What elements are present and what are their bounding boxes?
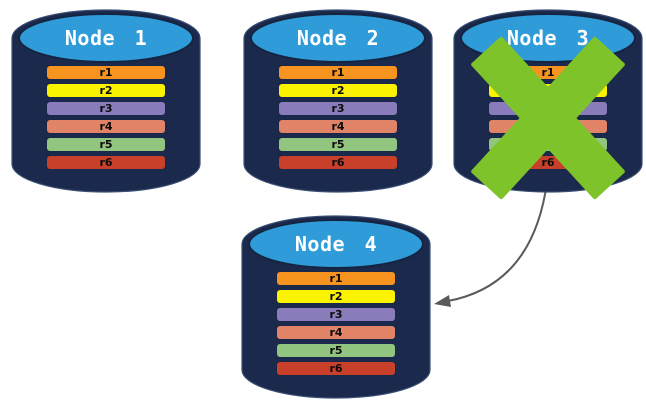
replica-r6: r6 — [277, 362, 395, 375]
replica-r3: r3 — [279, 102, 397, 115]
replica-r3: r3 — [277, 308, 395, 321]
replica-r3: r3 — [47, 102, 165, 115]
replica-r5: r5 — [279, 138, 397, 151]
node-4-title: Node 4 — [294, 232, 378, 256]
replica-r2: r2 — [279, 84, 397, 97]
node-1: Node 1 r1 r2 r3 r4 r5 r6 — [10, 8, 202, 194]
replica-r4: r4 — [47, 120, 165, 133]
node-2: Node 2 r1 r2 r3 r4 r5 r6 — [242, 8, 434, 194]
replica-r6: r6 — [279, 156, 397, 169]
rebalance-arrow-head — [434, 295, 451, 307]
node-3-title: Node 3 — [506, 26, 590, 50]
node-4-replicas: r1 r2 r3 r4 r5 r6 — [277, 272, 395, 375]
replica-r5: r5 — [277, 344, 395, 357]
node-3: Node 3 r1 r2 r3 r4 r5 r6 — [452, 8, 644, 201]
replica-r2: r2 — [47, 84, 165, 97]
replica-r1: r1 — [279, 66, 397, 79]
node-2-replicas: r1 r2 r3 r4 r5 r6 — [279, 66, 397, 169]
rebalance-arrow-line — [447, 181, 548, 302]
node-2-title: Node 2 — [296, 26, 380, 50]
node-1-title: Node 1 — [64, 26, 148, 50]
failure-x-icon — [470, 35, 626, 201]
node-1-replicas: r1 r2 r3 r4 r5 r6 — [47, 66, 165, 169]
node-4: Node 4 r1 r2 r3 r4 r5 r6 — [240, 214, 432, 400]
replica-r1: r1 — [47, 66, 165, 79]
replica-r6: r6 — [47, 156, 165, 169]
replica-r5: r5 — [47, 138, 165, 151]
replica-r1: r1 — [277, 272, 395, 285]
replica-r4: r4 — [279, 120, 397, 133]
replica-r4: r4 — [277, 326, 395, 339]
replica-r2: r2 — [277, 290, 395, 303]
